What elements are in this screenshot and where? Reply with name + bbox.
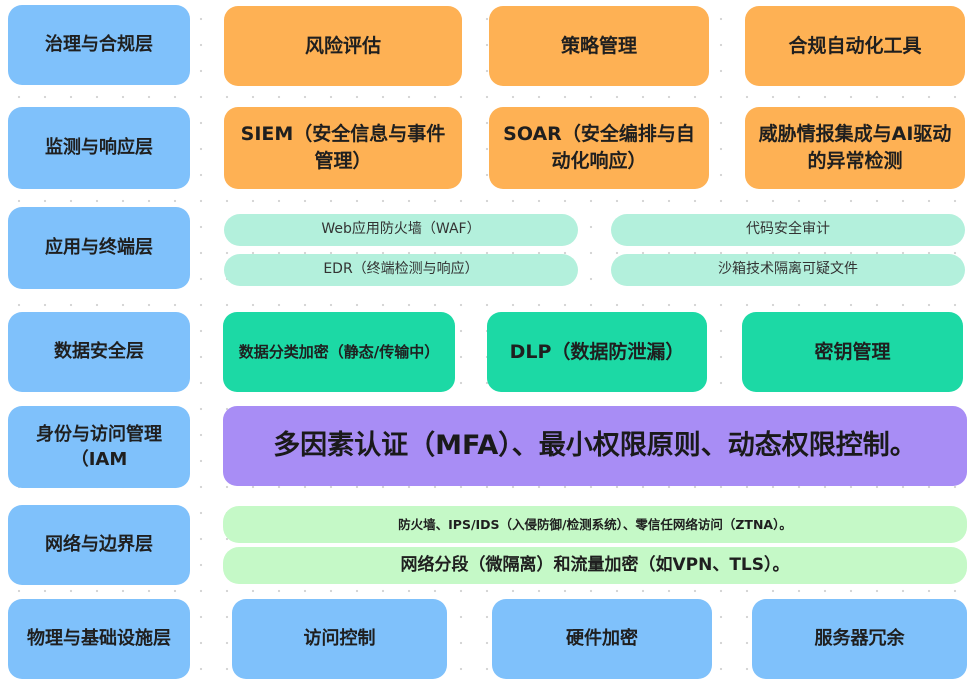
policy-management: 策略管理 <box>489 6 709 86</box>
layer-physical: 物理与基础设施层 <box>8 599 190 679</box>
access-control: 访问控制 <box>232 599 447 679</box>
code-audit: 代码安全审计 <box>611 214 965 246</box>
segmentation-encryption: 网络分段（微隔离）和流量加密（如VPN、TLS）。 <box>223 547 967 584</box>
key-management: 密钥管理 <box>742 312 963 392</box>
siem: SIEM（安全信息与事件管理） <box>224 107 462 189</box>
threat-intel: 威胁情报集成与AI驱动的异常检测 <box>745 107 965 189</box>
compliance-automation: 合规自动化工具 <box>745 6 965 86</box>
layer-network: 网络与边界层 <box>8 505 190 585</box>
sandbox: 沙箱技术隔离可疑文件 <box>611 254 965 286</box>
edr: EDR（终端检测与响应） <box>224 254 578 286</box>
server-redundancy: 服务器冗余 <box>752 599 967 679</box>
soar: SOAR（安全编排与自动化响应） <box>489 107 709 189</box>
waf: Web应用防火墙（WAF） <box>224 214 578 246</box>
layer-governance: 治理与合规层 <box>8 5 190 85</box>
layer-monitoring: 监测与响应层 <box>8 107 190 189</box>
dlp: DLP（数据防泄漏） <box>487 312 707 392</box>
layer-identity: 身份与访问管理（IAM <box>8 406 190 488</box>
layer-application: 应用与终端层 <box>8 207 190 289</box>
firewall-ips-ztna: 防火墙、IPS/IDS（入侵防御/检测系统）、零信任网络访问（ZTNA）。 <box>223 506 967 543</box>
risk-assessment: 风险评估 <box>224 6 462 86</box>
data-encryption: 数据分类加密（静态/传输中） <box>223 312 455 392</box>
iam-summary: 多因素认证（MFA）、最小权限原则、动态权限控制。 <box>223 406 967 486</box>
layer-data: 数据安全层 <box>8 312 190 392</box>
hardware-encryption: 硬件加密 <box>492 599 712 679</box>
